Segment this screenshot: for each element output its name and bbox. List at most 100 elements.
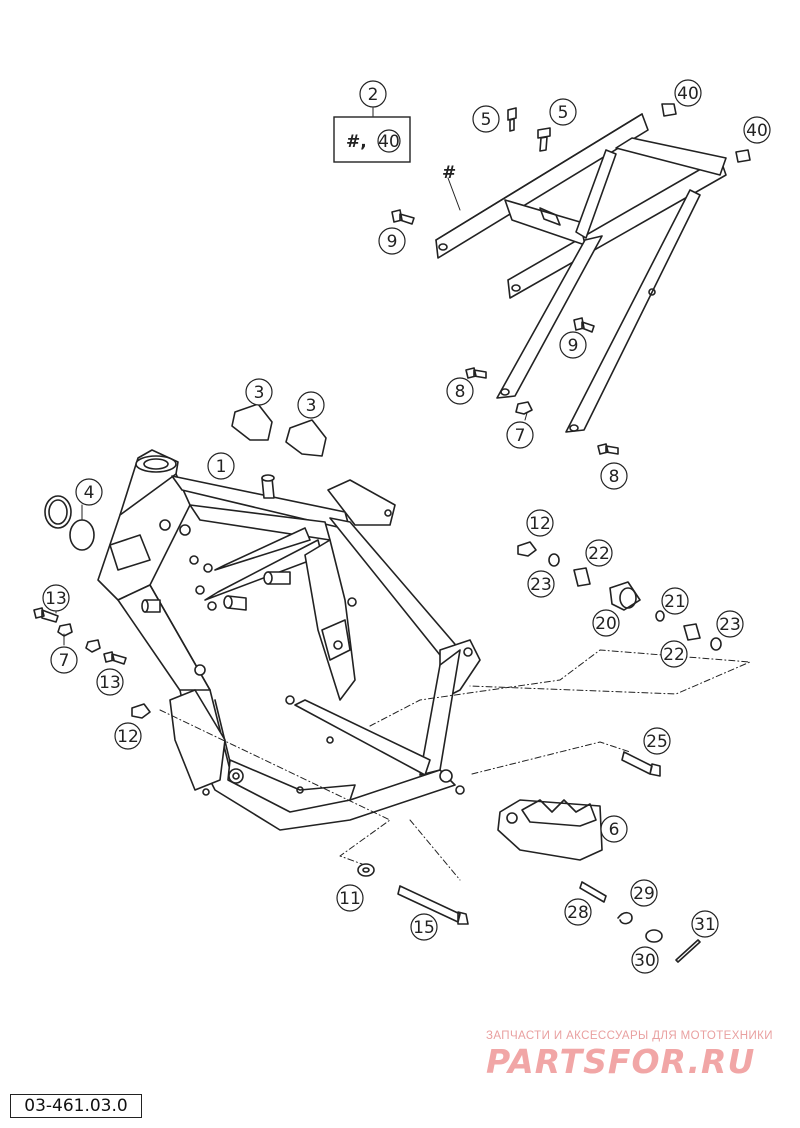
callout-circle: [600, 815, 628, 843]
callout-c3a: 3: [245, 378, 273, 406]
part-15-bolt: [397, 885, 469, 925]
callout-circle: [297, 391, 325, 419]
callout-label: 22: [588, 544, 610, 564]
callout-c30: 30: [631, 946, 659, 974]
part-29-spring: [617, 911, 633, 925]
callout-circle: [472, 105, 500, 133]
callout-circle: [549, 98, 577, 126]
callout-label: 5: [558, 103, 569, 123]
part-4-ring-2: [69, 519, 95, 551]
part-40a-plug: [661, 103, 677, 117]
callout-label: 21: [664, 592, 686, 612]
callout-c5b: 5: [549, 98, 577, 126]
callout-circle: [559, 331, 587, 359]
callout-c15: 15: [410, 913, 438, 941]
callout-c28: 28: [564, 898, 592, 926]
watermark: ЗАПЧАСТИ И АКСЕССУАРЫ ДЛЯ МОТОТЕХНИКИ PA…: [486, 1030, 792, 1081]
callout-circle: [630, 879, 658, 907]
callout-circle: [410, 913, 438, 941]
callout-circle: [661, 587, 689, 615]
callout-c13b: 13: [96, 668, 124, 696]
callout-label: 31: [694, 915, 716, 935]
callout-c9a: 9: [378, 227, 406, 255]
callout-label: 3: [254, 383, 265, 403]
callout-c40b: 40: [743, 116, 771, 144]
part-11-washer: [357, 863, 375, 877]
callout-circle: [114, 722, 142, 750]
callout-label: 3: [306, 396, 317, 416]
callout-label: 6: [609, 820, 620, 840]
part-8b-bolt: [597, 443, 619, 455]
part-12b-nut: [131, 703, 151, 719]
callout-label: 30: [634, 951, 656, 971]
callout-circle: [446, 377, 474, 405]
part-22b-spacer: [683, 623, 701, 641]
part-23b-washer: [710, 637, 722, 651]
callout-label: 40: [677, 84, 699, 104]
callout-circle: [50, 646, 78, 674]
group-box-2: #, 40: [333, 116, 411, 163]
callout-label: 20: [595, 614, 617, 634]
callout-label: 11: [339, 889, 361, 909]
callout-label: 13: [45, 589, 67, 609]
callout-circle: [716, 610, 744, 638]
part-7b-nut: [57, 623, 73, 637]
watermark-caption: ЗАПЧАСТИ И АКСЕССУАРЫ ДЛЯ МОТОТЕХНИКИ: [486, 1030, 773, 1042]
callout-label: 8: [609, 467, 620, 487]
callout-label: 28: [567, 903, 589, 923]
callout-c25: 25: [643, 727, 671, 755]
callout-c11: 11: [336, 884, 364, 912]
callout-c31: 31: [691, 910, 719, 938]
main-frame: [97, 449, 481, 831]
callout-circle: [643, 727, 671, 755]
callout-label: 22: [663, 645, 685, 665]
callout-c6: 6: [600, 815, 628, 843]
callout-c29: 29: [630, 879, 658, 907]
callout-label: 13: [99, 673, 121, 693]
callout-label: 9: [568, 336, 579, 356]
callout-c7b: 7: [50, 646, 78, 674]
callout-circle: [42, 584, 70, 612]
callout-circle: [75, 478, 103, 506]
callout-label: 23: [719, 615, 741, 635]
watermark-logo: PARTSFOR.RU: [486, 1042, 756, 1081]
callout-c7a: 7: [506, 421, 534, 449]
callout-circle: [592, 609, 620, 637]
part-22a-spacer: [573, 567, 591, 587]
part-13b-bolt: [103, 651, 127, 665]
callout-c13a: 13: [42, 584, 70, 612]
callout-label: 29: [633, 884, 655, 904]
assembly-lines: [159, 649, 751, 881]
callout-label: 8: [455, 382, 466, 402]
part-13a-bolt: [33, 607, 59, 623]
part-6-footpeg: [497, 799, 603, 861]
callout-c5a: 5: [472, 105, 500, 133]
callout-circle: [743, 116, 771, 144]
part-9a-bolt: [391, 209, 415, 225]
callout-c1: 1: [207, 452, 235, 480]
part-9b-bolt: [573, 317, 595, 333]
callout-circle: [527, 570, 555, 598]
callout-c23a: 23: [527, 570, 555, 598]
part-8a-bolt: [465, 367, 487, 379]
part-40b-plug: [735, 149, 751, 163]
callout-circle: [378, 227, 406, 255]
callout-circle: [600, 462, 628, 490]
callout-c9b: 9: [559, 331, 587, 359]
callout-c22b: 22: [660, 640, 688, 668]
part-30-washer: [645, 929, 663, 943]
callout-c8b: 8: [600, 462, 628, 490]
subframe-hash-marker: #: [442, 163, 456, 183]
callout-c40a: 40: [674, 79, 702, 107]
callout-circle: [359, 80, 387, 108]
callout-label: 5: [481, 110, 492, 130]
callout-c2: 2: [359, 80, 387, 108]
callout-label: 7: [59, 651, 70, 671]
callout-circle: [207, 452, 235, 480]
part-5a-bolt: [507, 107, 517, 132]
callout-c12a: 12: [526, 509, 554, 537]
callout-circle: [660, 640, 688, 668]
callout-circle: [506, 421, 534, 449]
